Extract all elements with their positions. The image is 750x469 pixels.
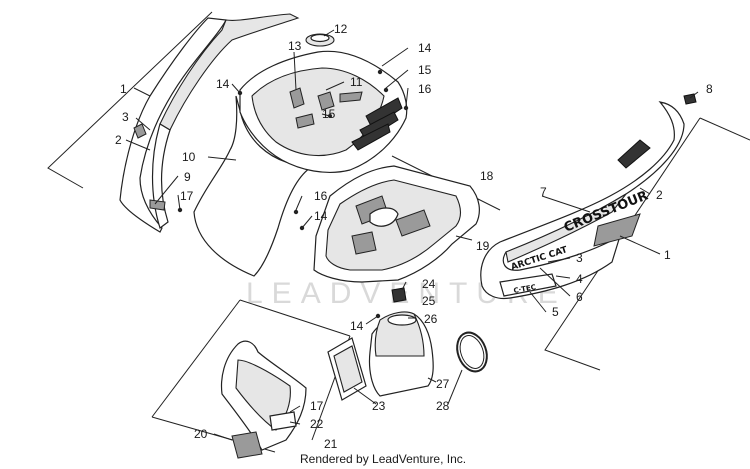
callout-3-right: 3: [576, 251, 583, 265]
callout-18: 18: [480, 169, 494, 183]
left-side-panel[interactable]: [119, 13, 300, 233]
front-hood[interactable]: [193, 50, 408, 277]
callout-4: 4: [576, 272, 583, 286]
gauge-bezel-ring[interactable]: [305, 33, 335, 47]
callout-17-low: 17: [310, 399, 324, 413]
storage-tray[interactable]: [313, 165, 480, 283]
callout-3-left: 3: [122, 110, 129, 124]
callout-21: 21: [324, 437, 338, 451]
callout-1-left: 1: [120, 82, 127, 96]
callout-2-left: 2: [115, 133, 122, 147]
callout-20: 20: [194, 427, 208, 441]
callout-14-mid: 14: [314, 209, 328, 223]
callout-1-right: 1: [664, 248, 671, 262]
right-side-panel[interactable]: [480, 93, 697, 300]
callout-14-top: 14: [418, 41, 432, 55]
callout-10: 10: [182, 150, 196, 164]
callout-16-top: 16: [418, 82, 432, 96]
callout-24: 24: [422, 277, 436, 291]
callout-9: 9: [184, 170, 191, 184]
callout-22: 22: [310, 417, 324, 431]
callout-12: 12: [334, 22, 348, 36]
callout-6: 6: [576, 290, 583, 304]
footer-credit: Rendered by LeadVenture, Inc.: [300, 452, 466, 466]
callout-25: 25: [422, 294, 436, 308]
callout-labels: 1 2 3 9 17 10 14 13 12 11 15 14 15 16 16…: [115, 22, 713, 451]
small-logo-decal: C·TEC: [513, 283, 537, 295]
callout-14-low: 14: [350, 319, 364, 333]
callout-26: 26: [424, 312, 438, 326]
callout-16-mid: 16: [314, 189, 328, 203]
callout-28: 28: [436, 399, 450, 413]
callout-15-top: 15: [418, 63, 432, 77]
callout-14-hood: 14: [216, 77, 230, 91]
hose-clamp[interactable]: [452, 328, 492, 375]
callout-7: 7: [540, 185, 547, 199]
leader-lines: [125, 29, 699, 441]
callout-23: 23: [372, 399, 386, 413]
callout-17-left: 17: [180, 189, 194, 203]
callout-27: 27: [436, 377, 450, 391]
callout-19: 19: [476, 239, 490, 253]
callout-11: 11: [350, 75, 363, 89]
air-intake-duct[interactable]: [368, 311, 434, 397]
lower-front-fascia[interactable]: [220, 340, 307, 459]
callout-8: 8: [706, 82, 713, 96]
callout-5: 5: [552, 305, 559, 319]
callout-15-hood: 15: [322, 107, 336, 121]
callout-2-right: 2: [656, 188, 663, 202]
callout-13: 13: [288, 39, 302, 53]
duct-seal[interactable]: [327, 337, 367, 401]
